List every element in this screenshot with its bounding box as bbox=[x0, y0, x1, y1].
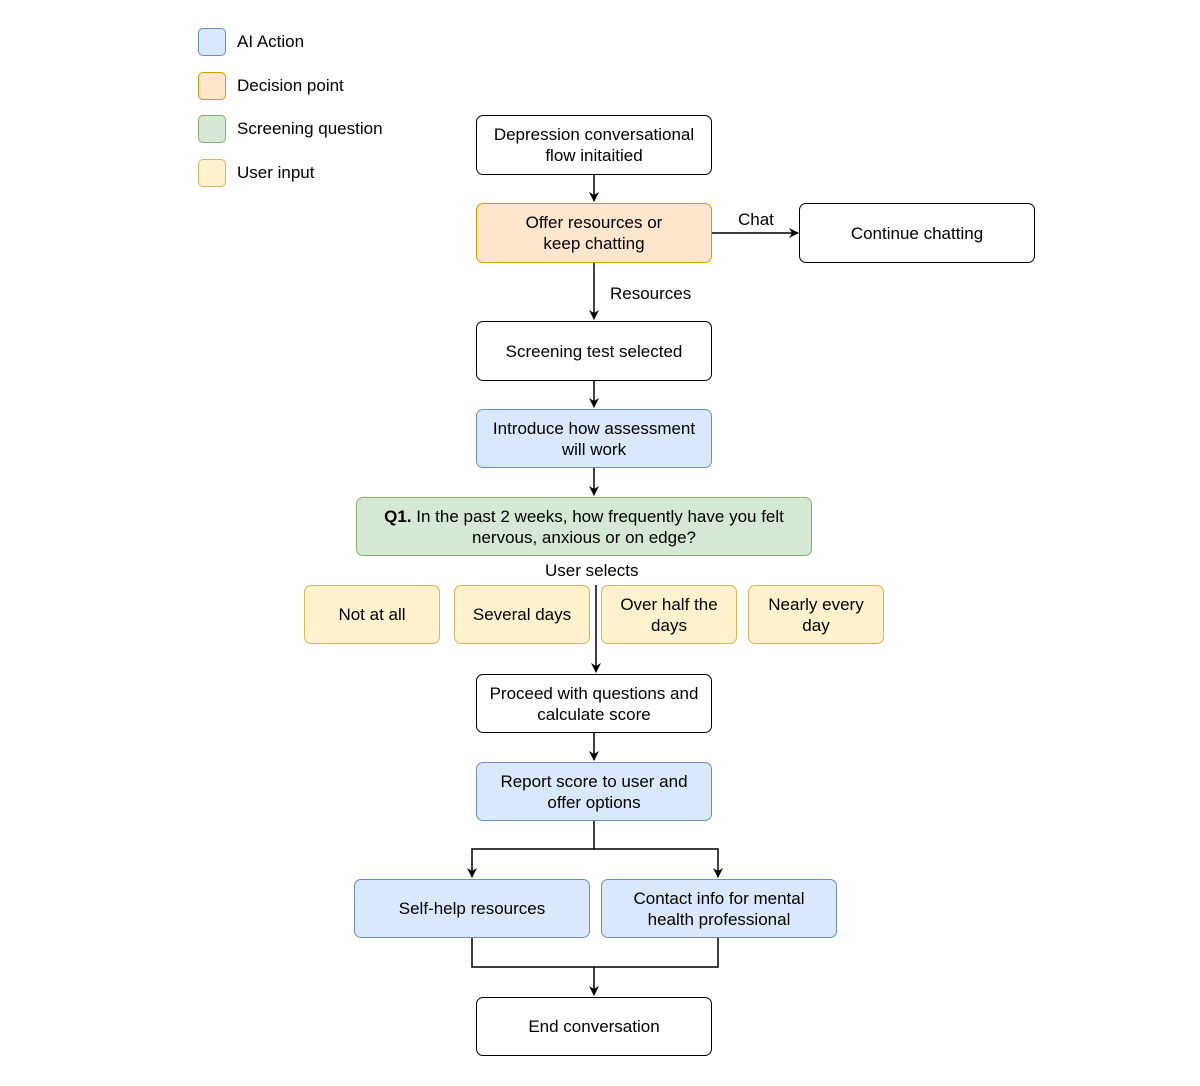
option-nearly-every-day-label: Nearly every day bbox=[768, 594, 864, 635]
legend-screening-question: Screening question bbox=[198, 115, 383, 143]
node-continue-chatting: Continue chatting bbox=[799, 203, 1035, 263]
node-start: Depression conversational flow initaitie… bbox=[476, 115, 712, 175]
node-report-score: Report score to user and offer options bbox=[476, 762, 712, 821]
legend-decision-point: Decision point bbox=[198, 72, 344, 100]
edge-label-user-selects: User selects bbox=[545, 561, 639, 580]
legend-decision-point-swatch bbox=[198, 72, 226, 100]
node-introduce-label: Introduce how assessment will work bbox=[492, 418, 696, 459]
node-offer-decision: Offer resources or keep chatting bbox=[476, 203, 712, 263]
legend-ai-action: AI Action bbox=[198, 28, 304, 56]
node-option-not-at-all: Not at all bbox=[304, 585, 440, 644]
node-q1-text: Q1. In the past 2 weeks, how frequently … bbox=[371, 506, 797, 548]
node-offer-label: Offer resources or keep chatting bbox=[525, 213, 663, 253]
node-q1-prefix: Q1. bbox=[384, 506, 412, 526]
node-end-label: End conversation bbox=[528, 1017, 660, 1036]
legend-user-input-label: User input bbox=[237, 163, 315, 182]
node-q1-screening: Q1. In the past 2 weeks, how frequently … bbox=[356, 497, 812, 556]
legend-user-input: User input bbox=[198, 159, 314, 187]
node-self-help-label: Self-help resources bbox=[398, 899, 546, 918]
legend-screening-question-label: Screening question bbox=[237, 119, 383, 138]
edge-report-branch-right bbox=[594, 848, 723, 878]
node-contact-info: Contact info for mental health professio… bbox=[601, 879, 837, 938]
legend-decision-point-label: Decision point bbox=[237, 76, 344, 95]
node-self-help: Self-help resources bbox=[354, 879, 590, 938]
node-end-conversation: End conversation bbox=[476, 997, 712, 1056]
node-proceed: Proceed with questions and calculate sco… bbox=[476, 674, 712, 733]
node-q1-question: In the past 2 weeks, how frequently have… bbox=[416, 506, 784, 547]
node-option-over-half: Over half the days bbox=[601, 585, 737, 644]
edge-report-branch bbox=[467, 820, 595, 878]
option-several-days-label: Several days bbox=[472, 605, 572, 624]
node-option-nearly-every-day: Nearly every day bbox=[748, 585, 884, 644]
legend-ai-action-label: AI Action bbox=[237, 32, 305, 51]
edge-label-chat: Chat bbox=[738, 210, 774, 229]
node-proceed-label: Proceed with questions and calculate sco… bbox=[489, 683, 699, 724]
legend-screening-question-swatch bbox=[198, 115, 226, 143]
node-introduce-assessment: Introduce how assessment will work bbox=[476, 409, 712, 468]
node-screening-selected-label: Screening test selected bbox=[505, 341, 683, 361]
node-report-label: Report score to user and offer options bbox=[500, 771, 688, 812]
option-not-at-all-label: Not at all bbox=[338, 605, 406, 624]
legend-user-input-swatch bbox=[198, 159, 226, 187]
option-over-half-label: Over half the days bbox=[620, 594, 718, 635]
node-option-several-days: Several days bbox=[454, 585, 590, 644]
legend-ai-action-swatch bbox=[198, 28, 226, 56]
node-contact-label: Contact info for mental health professio… bbox=[633, 888, 805, 929]
edge-selfhelp-merge bbox=[471, 937, 719, 968]
node-start-label: Depression conversational flow initaitie… bbox=[493, 125, 695, 165]
node-screening-selected: Screening test selected bbox=[476, 321, 712, 381]
node-continue-label: Continue chatting bbox=[850, 223, 984, 243]
edge-label-resources: Resources bbox=[610, 284, 692, 303]
